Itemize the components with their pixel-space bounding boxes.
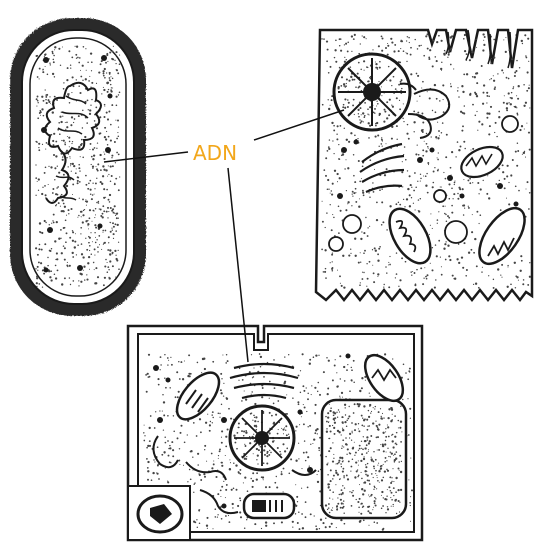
animal-cell: [316, 30, 533, 300]
plant-plastid-corner: [128, 486, 190, 540]
plant-cell: [128, 326, 422, 540]
animal-nucleolus: [363, 83, 381, 101]
plant-nucleus: [230, 406, 294, 470]
plant-mitochondrion: [244, 494, 294, 518]
plant-nucleolus: [255, 431, 269, 445]
bacterium-cell: [10, 18, 146, 316]
animal-nucleus: [334, 54, 410, 130]
adn-label: ADN: [190, 141, 240, 165]
plant-vacuole: [322, 400, 406, 518]
